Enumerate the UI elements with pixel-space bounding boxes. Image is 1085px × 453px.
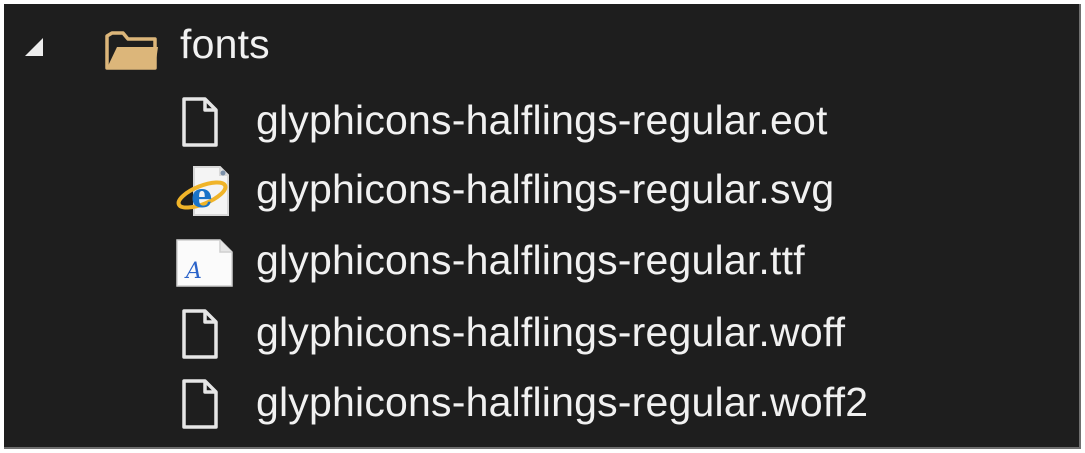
file-label: glyphicons-halflings-regular.svg — [256, 166, 835, 212]
expanded-triangle-icon[interactable] — [24, 37, 44, 57]
folder-label: fonts — [180, 21, 270, 67]
file-label: glyphicons-halflings-regular.woff — [256, 309, 846, 355]
tree-file-woff[interactable]: glyphicons-halflings-regular.woff — [4, 300, 1079, 366]
file-label: glyphicons-halflings-regular.ttf — [256, 237, 805, 283]
blank-file-icon — [182, 379, 218, 429]
blank-file-icon — [182, 309, 218, 359]
svg-text:A: A — [184, 259, 202, 284]
folder-open-icon — [105, 31, 158, 70]
svg-text:e: e — [191, 176, 213, 216]
tree-file-svg[interactable]: e glyphicons-halflings-regular.svg — [4, 157, 1079, 223]
internet-explorer-file-icon: e — [176, 166, 229, 216]
tree-folder-fonts[interactable]: fonts — [4, 13, 1079, 79]
font-file-icon: A — [176, 239, 233, 287]
tree-file-eot[interactable]: glyphicons-halflings-regular.eot — [4, 88, 1079, 154]
file-label: glyphicons-halflings-regular.eot — [256, 97, 828, 143]
file-label: glyphicons-halflings-regular.woff2 — [256, 379, 869, 425]
blank-file-icon — [182, 97, 218, 147]
tree-file-woff2[interactable]: glyphicons-halflings-regular.woff2 — [4, 370, 1079, 436]
solution-explorer-tree: fonts glyphicons-halflings-regular.eot e… — [4, 4, 1081, 449]
tree-file-ttf[interactable]: A glyphicons-halflings-regular.ttf — [4, 228, 1079, 294]
